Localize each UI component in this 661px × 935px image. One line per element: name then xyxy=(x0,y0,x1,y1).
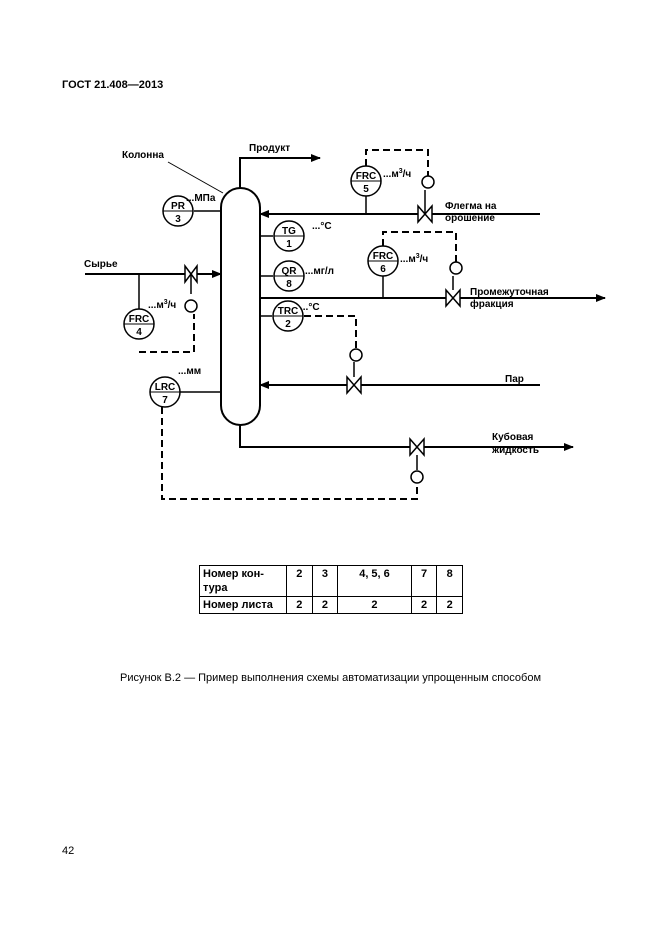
frc6-tag: FRC xyxy=(373,251,394,262)
table-cell: 2 xyxy=(311,596,339,614)
page-number: 42 xyxy=(62,845,75,857)
instrument-frc4: FRC 4 ...м3/ч xyxy=(123,299,176,340)
trc2-number: 2 xyxy=(285,319,291,330)
tg1-unit: ...°С xyxy=(312,221,332,232)
instrument-tg1: TG 1 ...°С xyxy=(273,220,332,252)
intermediate-label-line2: фракция xyxy=(470,298,514,310)
pr3-tag: PR xyxy=(171,201,186,212)
instrument-trc2: TRC 2 ...°С xyxy=(272,300,320,332)
tg1-tag: TG xyxy=(282,226,296,237)
bottoms-label-line1: Кубовая xyxy=(492,431,534,443)
frc4-unit: ...м3/ч xyxy=(148,299,176,311)
instrument-frc6: FRC 6 ...м3/ч xyxy=(367,245,428,277)
lrc7-tag: LRC xyxy=(155,382,176,393)
intermediate-valve xyxy=(445,261,463,308)
reflux-label-line1: Флегма на xyxy=(445,201,497,212)
frc6-signal-line xyxy=(382,231,457,262)
frc5-tag: FRC xyxy=(356,171,377,182)
steam-valve xyxy=(346,348,363,395)
frc5-signal-line xyxy=(365,149,429,176)
figure-caption: Рисунок В.2 — Пример выполнения схемы ав… xyxy=(119,672,542,684)
bottoms-line xyxy=(239,425,574,451)
frc6-unit: ...м3/ч xyxy=(400,253,428,265)
table-cell: 4, 5, 6 xyxy=(337,565,412,597)
contour-sheet-table: Номер кон-тура 2 3 4, 5, 6 7 8 Номер лис… xyxy=(199,565,463,614)
feed-valve xyxy=(184,263,198,313)
column-label: Колонна xyxy=(122,150,164,161)
bottoms-valve xyxy=(409,437,425,484)
trc2-unit: ...°С xyxy=(300,302,320,313)
table-cell: 2 xyxy=(286,596,313,614)
lrc7-signal-line xyxy=(161,407,418,500)
table-cell: 2 xyxy=(410,596,438,614)
frc4-signal-line xyxy=(139,314,195,353)
frc4-tag: FRC xyxy=(129,314,150,325)
table-cell: 2 xyxy=(436,596,463,614)
instrument-qr8: QR 8 ...мг/л xyxy=(273,260,334,292)
lrc7-number: 7 xyxy=(162,395,168,406)
qr8-tag: QR xyxy=(282,266,298,277)
document-header: ГОСТ 21.408—2013 xyxy=(62,79,164,91)
instrument-frc5: FRC 5 ...м3/ч xyxy=(350,165,411,197)
table-row: Номер кон-тура 2 3 4, 5, 6 7 8 xyxy=(199,565,463,597)
intermediate-label-line1: Промежуточная xyxy=(470,287,549,298)
qr8-number: 8 xyxy=(286,279,292,290)
table-cell: 3 xyxy=(311,565,339,597)
product-line xyxy=(239,154,321,188)
pr3-number: 3 xyxy=(175,214,181,225)
distillation-column xyxy=(220,187,261,426)
table-cell: 7 xyxy=(410,565,438,597)
pr3-unit: ...МПа xyxy=(186,193,216,204)
automation-diagram: PR 3 ...МПа FRC 4 ...м3/ч LRC 7 ...мм TG… xyxy=(84,143,606,500)
reflux-valve xyxy=(417,175,435,224)
lrc7-unit: ...мм xyxy=(178,366,201,377)
qr8-unit: ...мг/л xyxy=(305,266,334,277)
column-label-leader xyxy=(167,161,224,194)
instrument-pr3: PR 3 ...МПа xyxy=(162,193,216,227)
table-cell: 8 xyxy=(436,565,463,597)
frc4-number: 4 xyxy=(136,327,142,338)
frc6-number: 6 xyxy=(380,264,386,275)
reflux-label-line2: орошение xyxy=(445,213,495,224)
table-row: Номер листа 2 2 2 2 2 xyxy=(199,596,463,614)
tg1-number: 1 xyxy=(286,239,292,250)
product-label: Продукт xyxy=(249,143,290,154)
trc2-signal-line xyxy=(304,315,357,349)
steam-label: Пар xyxy=(505,374,524,385)
table-cell: 2 xyxy=(286,565,313,597)
bottoms-label-line2: жидкость xyxy=(491,445,539,456)
sheet-number-header: Номер листа xyxy=(199,596,287,614)
table-cell: 2 xyxy=(337,596,412,614)
frc5-unit: ...м3/ч xyxy=(383,168,411,180)
trc2-tag: TRC xyxy=(278,306,299,317)
frc5-number: 5 xyxy=(363,184,369,195)
contour-number-header: Номер кон-тура xyxy=(199,565,287,597)
feed-label: Сырье xyxy=(84,259,118,270)
instrument-lrc7: LRC 7 ...мм xyxy=(149,366,201,408)
